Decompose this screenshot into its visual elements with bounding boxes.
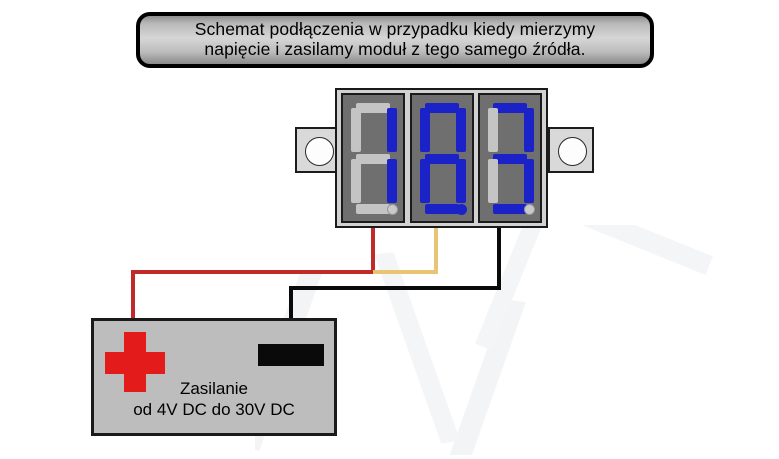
digit-3-segment-d (493, 204, 527, 214)
digit-1 (341, 93, 405, 223)
digit-3-segment-b (524, 108, 534, 152)
digit-1-segment-b (387, 108, 397, 152)
mounting-hole-right (557, 136, 587, 166)
power-source-label-line-1: Zasilanie (179, 379, 249, 398)
digit-2-segment-a (424, 103, 459, 113)
mounting-tab-left (295, 127, 341, 173)
title-banner-line-1: Schemat podłączenia w przypadku kiedy mi… (194, 19, 596, 40)
digit-2-segment-d (424, 204, 459, 214)
mounting-tab-right (548, 127, 594, 173)
digit-2-segment-g (424, 154, 459, 164)
digit-3-segment-f (488, 108, 498, 152)
digit-2-segment-e (419, 159, 430, 203)
digit-1-segment-g (356, 154, 390, 164)
power-source-label-line-2: od 4V DC do 30V DC (133, 400, 295, 420)
black-wire-horizontal (289, 286, 501, 290)
digit-2-segment-b (455, 108, 466, 152)
black-wire-vertical-module (497, 228, 501, 290)
digit-3-decimal-point (524, 204, 535, 215)
red-wire-vertical-battery (131, 270, 135, 336)
mounting-hole-left (304, 136, 334, 166)
digit-2-decimal-point (455, 204, 467, 215)
yellow-wire-horizontal (373, 270, 438, 274)
digit-3-segment-e (488, 159, 498, 203)
red-wire-horizontal (131, 270, 375, 274)
digit-3-segment-c (524, 159, 534, 203)
digit-2 (409, 93, 474, 223)
digit-2-segment-c (455, 159, 466, 203)
plus-terminal-icon (105, 332, 165, 392)
watermark-stroke-3 (475, 225, 713, 415)
digit-3-segment-g (493, 154, 527, 164)
watermark-stroke-2 (374, 236, 606, 444)
title-banner: Schemat podłączenia w przypadku kiedy mi… (136, 12, 654, 68)
digit-3 (478, 93, 542, 223)
minus-terminal-icon (258, 344, 324, 366)
digit-1-decimal-point (387, 204, 398, 215)
red-wire-vertical-module (371, 228, 375, 274)
digit-1-segment-a (356, 103, 390, 113)
digit-3-segment-a (493, 103, 527, 113)
plus-terminal-bar-vertical (124, 332, 146, 392)
digit-1-segment-e (351, 159, 361, 203)
power-source-label: Zasilanie od 4V DC do 30V DC (91, 378, 337, 421)
yellow-wire-vertical (434, 228, 438, 274)
digit-1-segment-d (356, 204, 390, 214)
digit-1-segment-c (387, 159, 397, 203)
seven-segment-display (341, 93, 542, 223)
digit-1-segment-f (351, 108, 361, 152)
title-banner-line-2: napięcie i zasilamy moduł z tego samego … (204, 39, 586, 59)
digit-2-segment-f (419, 108, 430, 152)
